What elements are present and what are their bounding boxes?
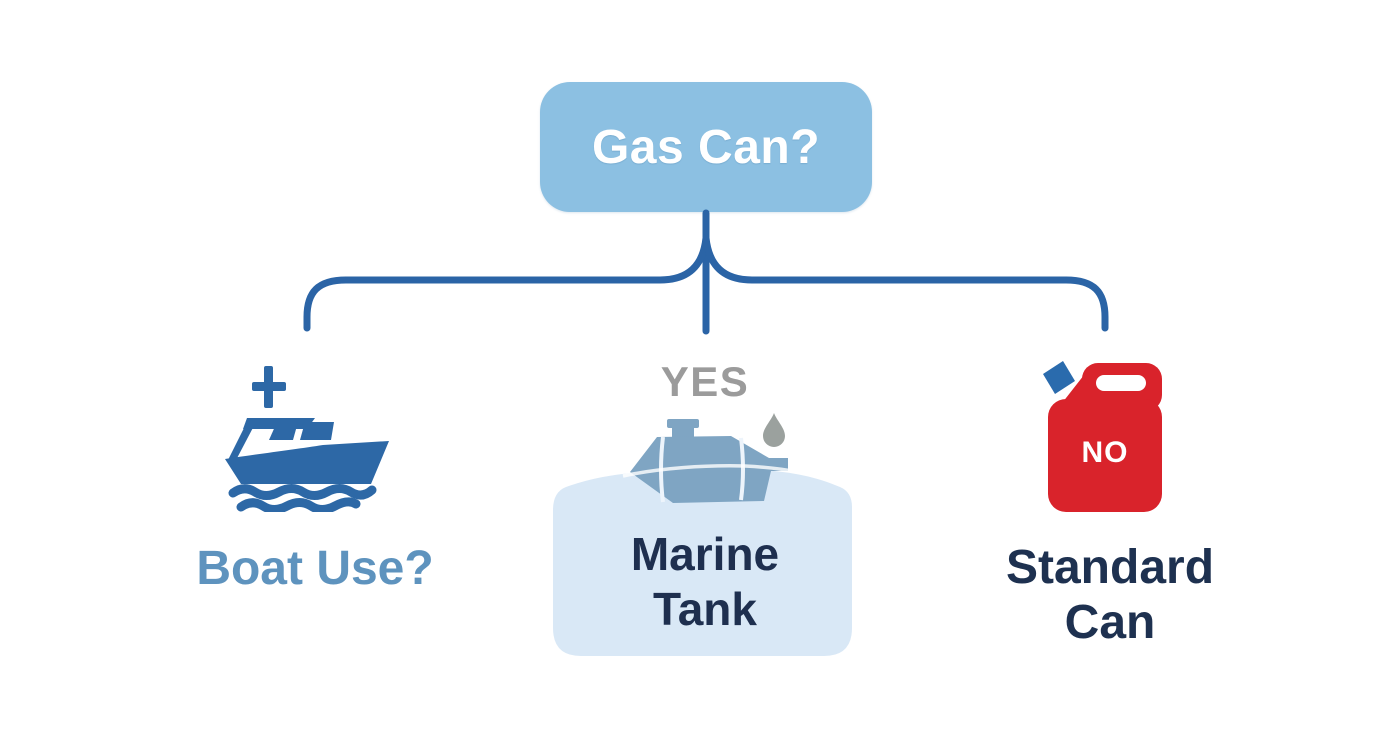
yes-label: YES	[660, 358, 750, 405]
decision-root-node: Gas Can?	[540, 82, 872, 212]
marine-tank-result-box	[553, 468, 852, 656]
marine-tank-label: Marine Tank	[630, 528, 780, 636]
branch-line-right	[702, 234, 1109, 332]
water-droplet-icon	[763, 413, 785, 447]
boat-icon	[225, 366, 389, 512]
branch-line-left	[303, 234, 710, 332]
root-node-label: Gas Can?	[591, 120, 821, 174]
marine-tank-result-group	[553, 413, 852, 656]
gas-can-icon	[1043, 361, 1162, 512]
can-handle-hole	[1096, 375, 1146, 391]
marine-tank-icon	[622, 419, 798, 503]
boat-use-label: Boat Use?	[196, 542, 434, 595]
no-label: NO	[1081, 436, 1129, 469]
can-spout-cap	[1043, 361, 1075, 394]
standard-can-label: Standard Can	[1005, 541, 1215, 649]
